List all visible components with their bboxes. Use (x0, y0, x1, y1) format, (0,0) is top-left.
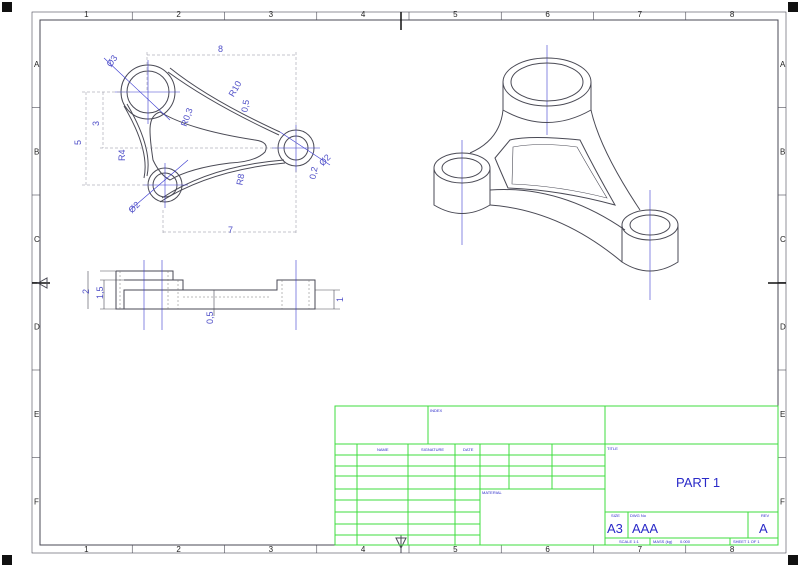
row-label: A (34, 60, 40, 69)
title-label: TITLE (607, 446, 618, 451)
mass-label: MASS (kg) (653, 539, 673, 544)
size-value: A3 (607, 521, 623, 536)
dim-right-offset: 0,2 (308, 166, 320, 180)
isometric-view (433, 45, 679, 300)
row-label: E (34, 410, 39, 419)
row-label: E (780, 410, 785, 419)
row-label: D (780, 322, 786, 331)
orientation-arrow-left (36, 277, 48, 289)
corner-mark (788, 555, 798, 565)
side-view (87, 260, 340, 330)
signature-label: SIGNATURE (421, 447, 444, 452)
corner-mark (2, 2, 12, 12)
row-label: B (34, 147, 39, 156)
column-label: 6 (545, 10, 550, 19)
dim-right-height: 1 (335, 297, 345, 302)
dim-outer-radius: R10 (227, 79, 244, 98)
column-label: 3 (269, 10, 274, 19)
row-label: C (780, 235, 786, 244)
row-label: F (34, 497, 39, 506)
dim-boss-height: 1,5 (95, 286, 105, 299)
row-label: F (780, 497, 785, 506)
size-label: SIZE (611, 513, 620, 518)
dim-rib-width: 0,5 (239, 99, 251, 113)
index-label: INDEX (430, 408, 443, 413)
row-label: D (34, 322, 40, 331)
part-title: PART 1 (676, 475, 720, 490)
corner-mark (788, 2, 798, 12)
corner-mark (2, 555, 12, 565)
title-block (334, 405, 779, 546)
name-label: NAME (377, 447, 389, 452)
dim-lower-width: 7 (228, 225, 233, 235)
outer-border (31, 11, 787, 554)
dim-overall-width: 8 (218, 44, 223, 54)
dim-big-hole: Ø3 (104, 53, 119, 69)
dwg-label: DWG No (630, 513, 647, 518)
dwg-value: AAA (632, 521, 658, 536)
dim-total-height: 2 (81, 289, 91, 294)
dim-left-radius: R4 (117, 149, 127, 161)
dim-right-hole: Ø2 (317, 152, 333, 168)
column-label: 4 (361, 10, 366, 19)
dim-inner-radius: R0,3 (179, 107, 195, 128)
row-label: C (34, 235, 40, 244)
material-label: MATERIAL (482, 490, 502, 495)
column-label: 7 (638, 10, 643, 19)
dim-lower-radius: R8 (235, 173, 247, 186)
column-label: 2 (176, 10, 181, 19)
mass-value: 0.000 (680, 539, 691, 544)
column-label: 2 (176, 545, 181, 554)
sheet-text: SHEET 1 OF 1 (733, 539, 760, 544)
dim-web: 0,5 (205, 311, 215, 324)
row-label: B (780, 147, 785, 156)
dim-offset: 3 (91, 121, 101, 126)
date-label: DATE (463, 447, 474, 452)
column-label: 1 (84, 10, 89, 19)
column-label: 5 (453, 10, 458, 19)
column-label: 7 (638, 545, 643, 554)
dim-height: 5 (73, 140, 83, 145)
orientation-arrow-bottom (395, 535, 407, 553)
column-label: 6 (545, 545, 550, 554)
rev-label: REV (761, 513, 770, 518)
column-label: 1 (84, 545, 89, 554)
column-label: 5 (453, 545, 458, 554)
row-label: A (780, 60, 786, 69)
column-label: 4 (361, 545, 366, 554)
scale-text: SCALE 1:1 (619, 539, 640, 544)
rev-value: A (759, 521, 768, 536)
column-label: 3 (269, 545, 274, 554)
column-label: 8 (730, 545, 735, 554)
top-view (82, 52, 331, 235)
column-label: 8 (730, 10, 735, 19)
